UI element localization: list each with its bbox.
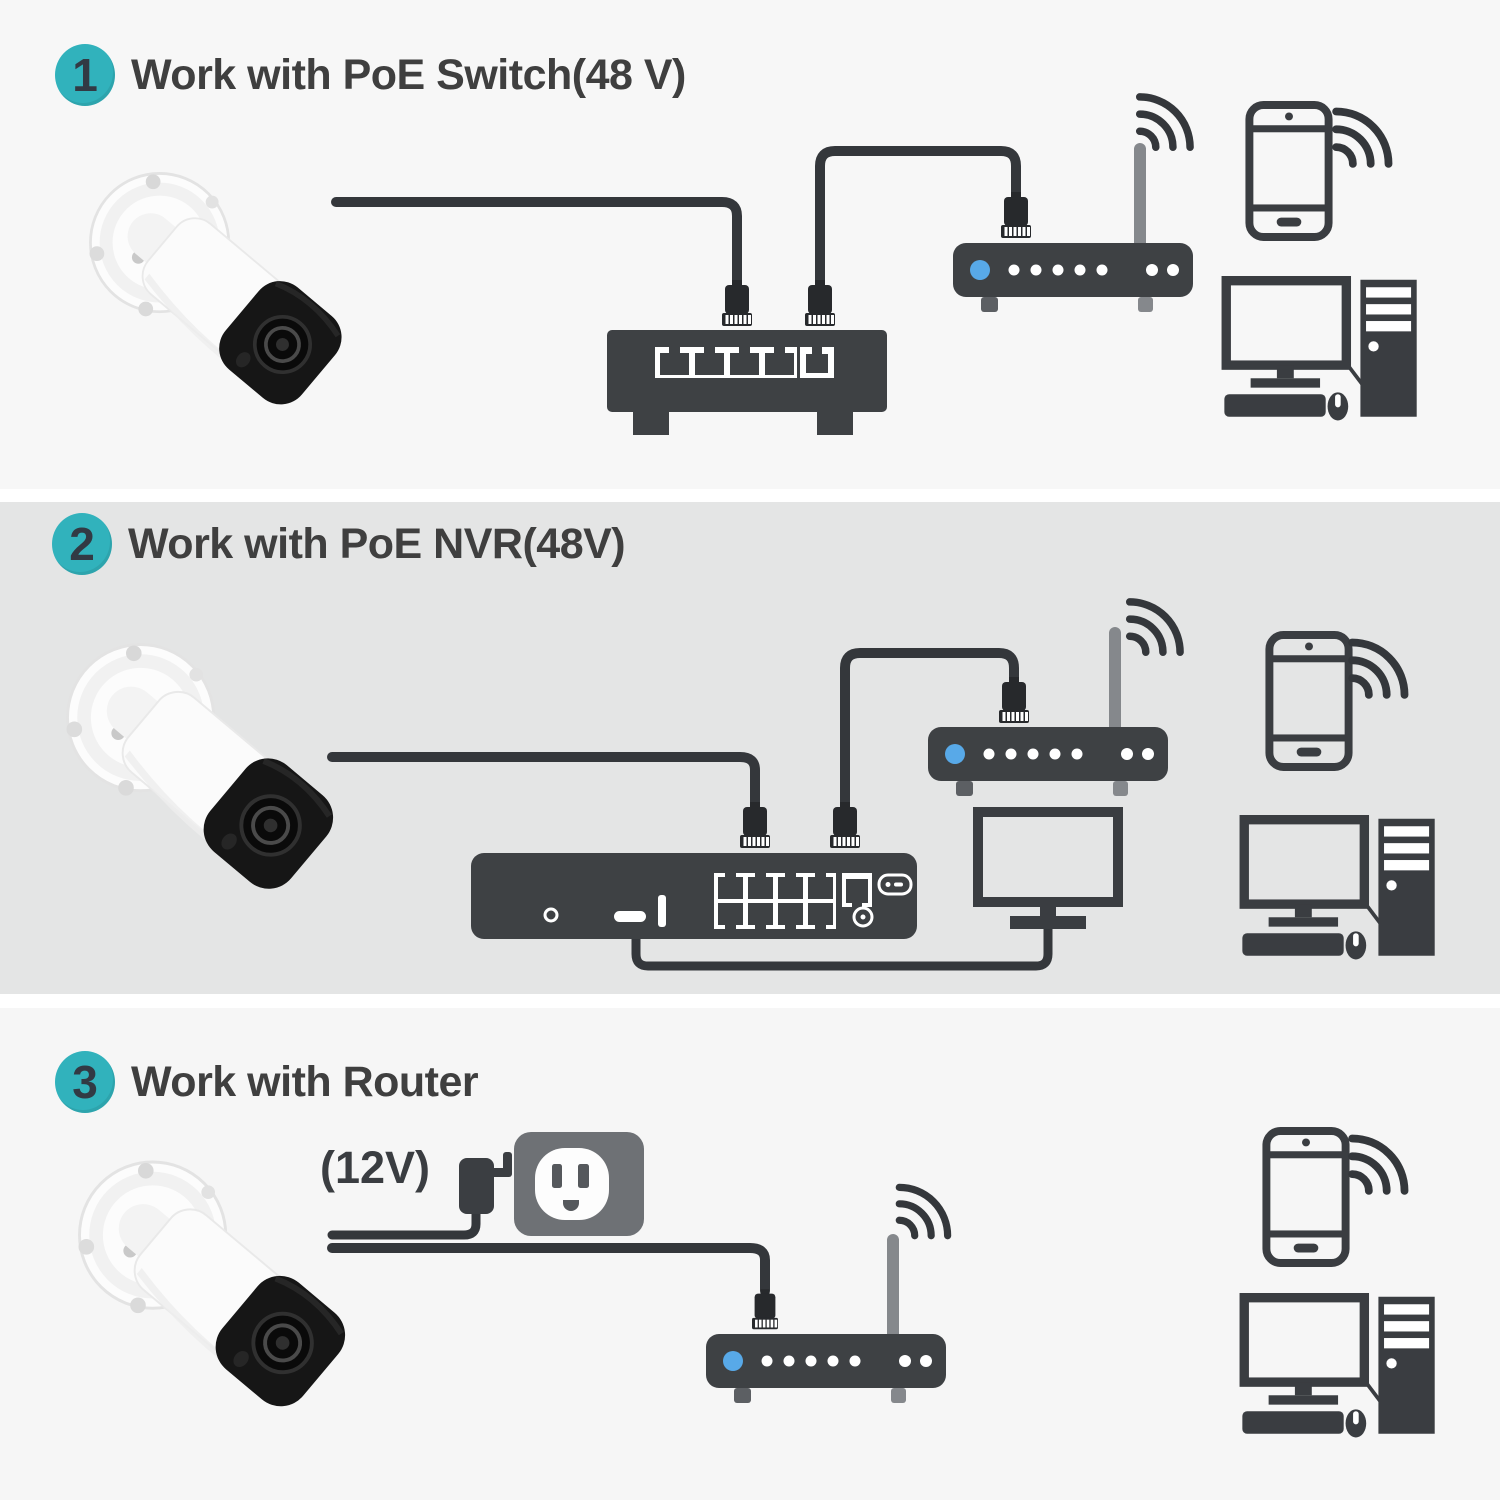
router-wifi-signal-icon: [1130, 602, 1180, 652]
rj45-plug-icon: [740, 802, 770, 848]
smartphone-icon: [1269, 635, 1348, 767]
section-2-title: Work with PoE NVR(48V): [128, 519, 626, 568]
rj45-plug-icon: [752, 1289, 778, 1330]
power-adapter-icon: [459, 1152, 512, 1214]
ethernet-cable-switch-to-router: [815, 146, 1021, 287]
ethernet-cable-camera-to-router: [327, 1243, 770, 1296]
smartphone-icon: [1266, 1131, 1345, 1263]
section-poe-switch: 1 Work with PoE Switch(48 V): [0, 0, 1500, 489]
step-3-badge: 3: [55, 1051, 115, 1113]
desktop-computer-icon: [1242, 819, 1434, 960]
ethernet-cable-camera-to-nvr: [327, 752, 760, 809]
section-divider: [0, 994, 1500, 1008]
desktop-computer-icon: [1242, 1297, 1434, 1438]
video-cable-nvr-to-monitor: [631, 919, 1053, 971]
step-1-badge: 1: [55, 44, 115, 106]
rj45-plug-icon: [1001, 192, 1031, 238]
phone-wifi-signal-icon: [1352, 1138, 1404, 1190]
phone-wifi-signal-icon: [1352, 642, 1404, 694]
step-2-badge: 2: [52, 513, 112, 575]
phone-wifi-signal-icon: [1336, 111, 1388, 163]
section-router: 3 Work with Router (12V): [0, 1008, 1500, 1500]
wifi-router-icon: [953, 143, 1193, 312]
ethernet-cable-camera-to-switch: [331, 197, 742, 286]
wall-outlet-icon: [514, 1132, 644, 1236]
desktop-computer-icon: [1224, 280, 1416, 421]
section-1-heading: 1 Work with PoE Switch(48 V): [55, 44, 686, 106]
bullet-camera-icon: [67, 645, 346, 901]
section-poe-nvr: 2 Work with PoE NVR(48V): [0, 502, 1500, 994]
section-divider: [0, 489, 1500, 502]
bullet-camera-icon: [90, 173, 353, 415]
bullet-camera-icon: [79, 1162, 358, 1418]
power-cable-adapter-to-camera: [327, 1205, 481, 1240]
poe-nvr-icon: [471, 853, 917, 941]
rj45-plug-icon: [830, 802, 860, 848]
section-3-title: Work with Router: [131, 1057, 479, 1106]
section-3-heading: 3 Work with Router: [55, 1051, 479, 1113]
router-wifi-signal-icon: [899, 1187, 947, 1235]
smartphone-icon: [1249, 105, 1328, 237]
rj45-plug-icon: [722, 280, 752, 326]
rj45-plug-icon: [805, 280, 835, 326]
monitor-icon: [978, 812, 1118, 929]
rj45-plug-icon: [999, 677, 1029, 723]
router-wifi-signal-icon: [1140, 97, 1190, 147]
wifi-router-icon: [706, 1234, 946, 1403]
power-voltage-label: (12V): [320, 1142, 431, 1193]
poe-switch-icon: [607, 330, 887, 435]
ethernet-cable-nvr-to-router: [840, 648, 1019, 809]
section-1-title: Work with PoE Switch(48 V): [131, 50, 686, 99]
section-2-heading: 2 Work with PoE NVR(48V): [52, 513, 626, 575]
